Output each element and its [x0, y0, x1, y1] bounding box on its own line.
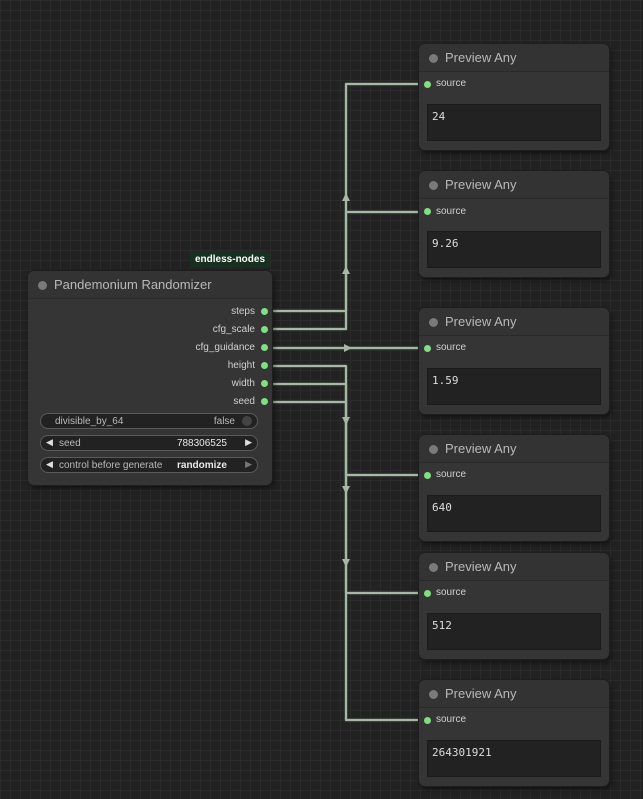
link-direction-arrows	[342, 193, 352, 567]
output-slot-cfg-scale[interactable]	[261, 326, 268, 333]
preview-node-cfg-scale[interactable]: Preview Any source 9.26	[419, 171, 609, 277]
collapse-dot-icon[interactable]	[429, 181, 438, 190]
input-slot-source[interactable]	[424, 345, 431, 352]
decrement-arrow-icon[interactable]: ◀	[46, 437, 53, 447]
preview-value-display[interactable]: 24	[427, 104, 601, 141]
preview-node-width[interactable]: Preview Any source 512	[419, 553, 609, 659]
collapse-dot-icon[interactable]	[38, 281, 47, 290]
input-label-source: source	[436, 587, 467, 598]
node-title: Preview Any	[445, 50, 517, 65]
node-title: Pandemonium Randomizer	[54, 277, 212, 292]
collapse-dot-icon[interactable]	[429, 54, 438, 63]
output-label-steps: steps	[231, 306, 255, 317]
next-arrow-icon[interactable]: ▶	[245, 459, 252, 469]
toggle-off-icon[interactable]	[242, 416, 252, 426]
preview-node-title-bar[interactable]: Preview Any	[419, 435, 609, 463]
widget-value: false	[213, 416, 235, 427]
divisible-by-64-toggle[interactable]: divisible_by_64 false	[40, 413, 258, 429]
node-title: Preview Any	[445, 177, 517, 192]
output-slot-width[interactable]	[261, 380, 268, 387]
input-slot-source[interactable]	[424, 208, 431, 215]
collapse-dot-icon[interactable]	[429, 563, 438, 572]
node-title: Preview Any	[445, 441, 517, 456]
widget-label: divisible_by_64	[55, 416, 124, 427]
output-slot-seed[interactable]	[261, 398, 268, 405]
preview-value-display[interactable]: 9.26	[427, 231, 601, 268]
collapse-dot-icon[interactable]	[429, 318, 438, 327]
widget-value: randomize	[176, 460, 227, 471]
output-label-width: width	[231, 378, 255, 389]
preview-node-steps[interactable]: Preview Any source 24	[419, 44, 609, 150]
collapse-dot-icon[interactable]	[429, 690, 438, 699]
output-label-seed: seed	[233, 396, 255, 407]
collapse-dot-icon[interactable]	[429, 445, 438, 454]
output-slot-height[interactable]	[261, 362, 268, 369]
preview-value-display[interactable]: 1.59	[427, 368, 601, 405]
input-label-source: source	[436, 342, 467, 353]
preview-node-title-bar[interactable]: Preview Any	[419, 553, 609, 581]
input-slot-source[interactable]	[424, 717, 431, 724]
node-title: Preview Any	[445, 559, 517, 574]
seed-number-widget[interactable]: ◀ seed 788306525 ▶	[40, 435, 258, 451]
preview-node-title-bar[interactable]: Preview Any	[419, 44, 609, 72]
output-slot-steps[interactable]	[261, 308, 268, 315]
randomizer-node-title-bar[interactable]: Pandemonium Randomizer	[28, 271, 272, 299]
preview-node-seed[interactable]: Preview Any source 264301921	[419, 680, 609, 786]
preview-node-cfg-guidance[interactable]: Preview Any source 1.59	[419, 308, 609, 414]
widget-label: seed	[59, 438, 81, 449]
node-title: Preview Any	[445, 314, 517, 329]
preview-value-display[interactable]: 264301921	[427, 740, 601, 777]
input-label-source: source	[436, 714, 467, 725]
previous-arrow-icon[interactable]: ◀	[46, 459, 53, 469]
output-label-height: height	[227, 360, 255, 371]
preview-value-display[interactable]: 640	[427, 495, 601, 532]
randomizer-node[interactable]: Pandemonium Randomizer steps cfg_scale c…	[28, 271, 272, 485]
output-label-cfg-guidance: cfg_guidance	[195, 342, 256, 353]
preview-node-title-bar[interactable]: Preview Any	[419, 171, 609, 199]
control-before-generate-combo[interactable]: ◀ control before generate randomize ▶	[40, 457, 258, 473]
output-label-cfg-scale: cfg_scale	[212, 324, 255, 335]
input-label-source: source	[436, 78, 467, 89]
preview-node-height[interactable]: Preview Any source 640	[419, 435, 609, 541]
increment-arrow-icon[interactable]: ▶	[245, 437, 252, 447]
input-label-source: source	[436, 206, 467, 217]
widget-label: control before generate	[59, 460, 163, 471]
output-slot-cfg-guidance[interactable]	[261, 344, 268, 351]
input-slot-source[interactable]	[424, 590, 431, 597]
input-label-source: source	[436, 469, 467, 480]
node-title: Preview Any	[445, 686, 517, 701]
input-slot-source[interactable]	[424, 472, 431, 479]
preview-value-display[interactable]: 512	[427, 613, 601, 650]
preview-node-title-bar[interactable]: Preview Any	[419, 680, 609, 708]
input-slot-source[interactable]	[424, 81, 431, 88]
preview-node-title-bar[interactable]: Preview Any	[419, 308, 609, 336]
node-source-badge: endless-nodes	[190, 251, 271, 268]
widget-value: 788306525	[176, 438, 227, 449]
